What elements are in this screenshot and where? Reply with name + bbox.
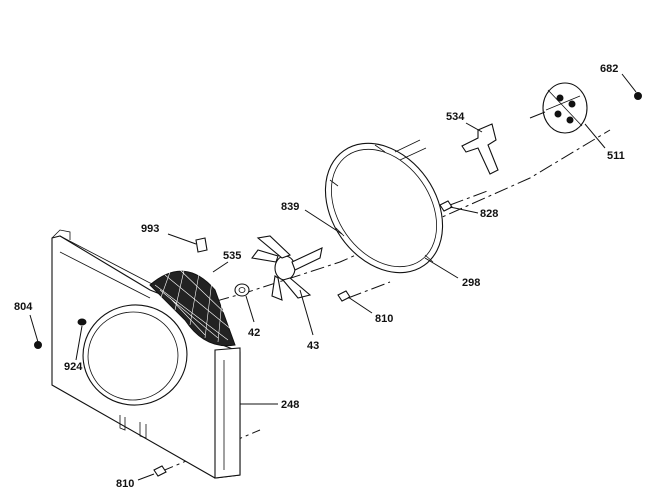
clip-993 <box>167 233 208 253</box>
motor-511 <box>529 82 606 149</box>
fan-blade-43 <box>251 235 323 336</box>
callout-682: 682 <box>600 63 618 75</box>
screw-810-middle <box>337 290 373 314</box>
callout-535: 535 <box>223 250 241 262</box>
callout-43: 43 <box>307 340 319 352</box>
leader-535 <box>212 261 229 273</box>
screw-828 <box>439 200 479 214</box>
callout-993: 993 <box>141 223 159 235</box>
callout-534: 534 <box>446 111 465 123</box>
screw-804 <box>29 314 42 349</box>
bracket-534 <box>461 122 499 175</box>
screw-682 <box>621 73 642 100</box>
ring-298 <box>324 139 459 279</box>
callout-828: 828 <box>480 208 498 220</box>
nut-42 <box>234 283 255 323</box>
screw-810-bottom <box>137 465 167 481</box>
callout-924: 924 <box>64 361 83 373</box>
callout-298: 298 <box>462 277 480 289</box>
callout-810-middle: 810 <box>375 313 393 325</box>
callout-804: 804 <box>14 301 33 313</box>
grommet-924 <box>75 318 87 361</box>
callout-511: 511 <box>607 150 625 162</box>
callout-labels: 682 534 511 828 839 993 535 298 804 810 … <box>14 63 625 490</box>
callout-248: 248 <box>281 399 299 411</box>
callout-810-bottom: 810 <box>116 478 134 490</box>
leader-839 <box>304 209 343 235</box>
callout-42: 42 <box>248 327 260 339</box>
grille-535 <box>149 265 236 347</box>
callout-839: 839 <box>281 201 299 213</box>
rear-panel-248 <box>51 229 241 479</box>
